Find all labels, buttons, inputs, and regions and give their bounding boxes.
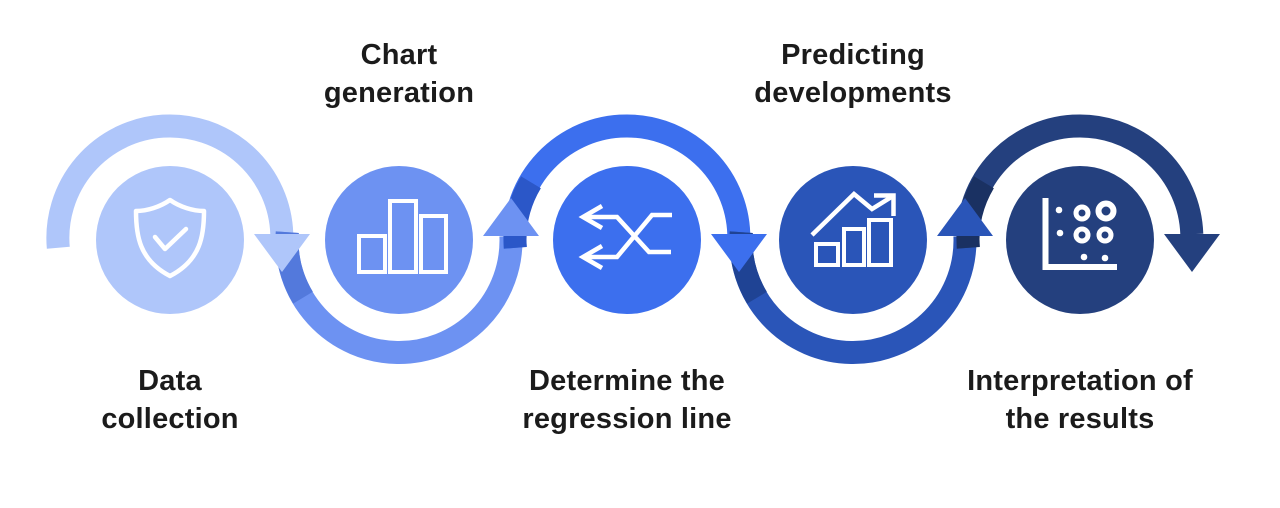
shield-check-icon — [133, 197, 207, 279]
trend-chart-icon — [810, 190, 896, 267]
step-circle-1 — [96, 166, 244, 314]
scatter-plot-icon — [1042, 198, 1117, 270]
arrowhead-down-1 — [254, 234, 310, 272]
step-circle-4 — [779, 166, 927, 314]
flow-arc-1 — [46, 114, 294, 249]
step-label-interpretation-of-results: Interpretation of the results — [967, 365, 1193, 435]
arrowhead-down-5 — [1164, 234, 1220, 272]
step-label-determine-regression-line: Determine the regression line — [522, 365, 732, 435]
step-label-predicting-developments: Predicting developments — [754, 39, 952, 109]
step-circle-2 — [325, 166, 473, 314]
bar-chart-icon — [357, 199, 448, 274]
arrowhead-up-2 — [483, 198, 539, 236]
arrowhead-down-3 — [711, 234, 767, 272]
step-circle-3 — [553, 166, 701, 314]
step-label-chart-generation: Chart generation — [323, 39, 475, 109]
arrowhead-up-4 — [937, 198, 993, 236]
step-label-data-collection: Data collection — [101, 365, 239, 435]
swap-arrows-icon — [578, 204, 672, 270]
